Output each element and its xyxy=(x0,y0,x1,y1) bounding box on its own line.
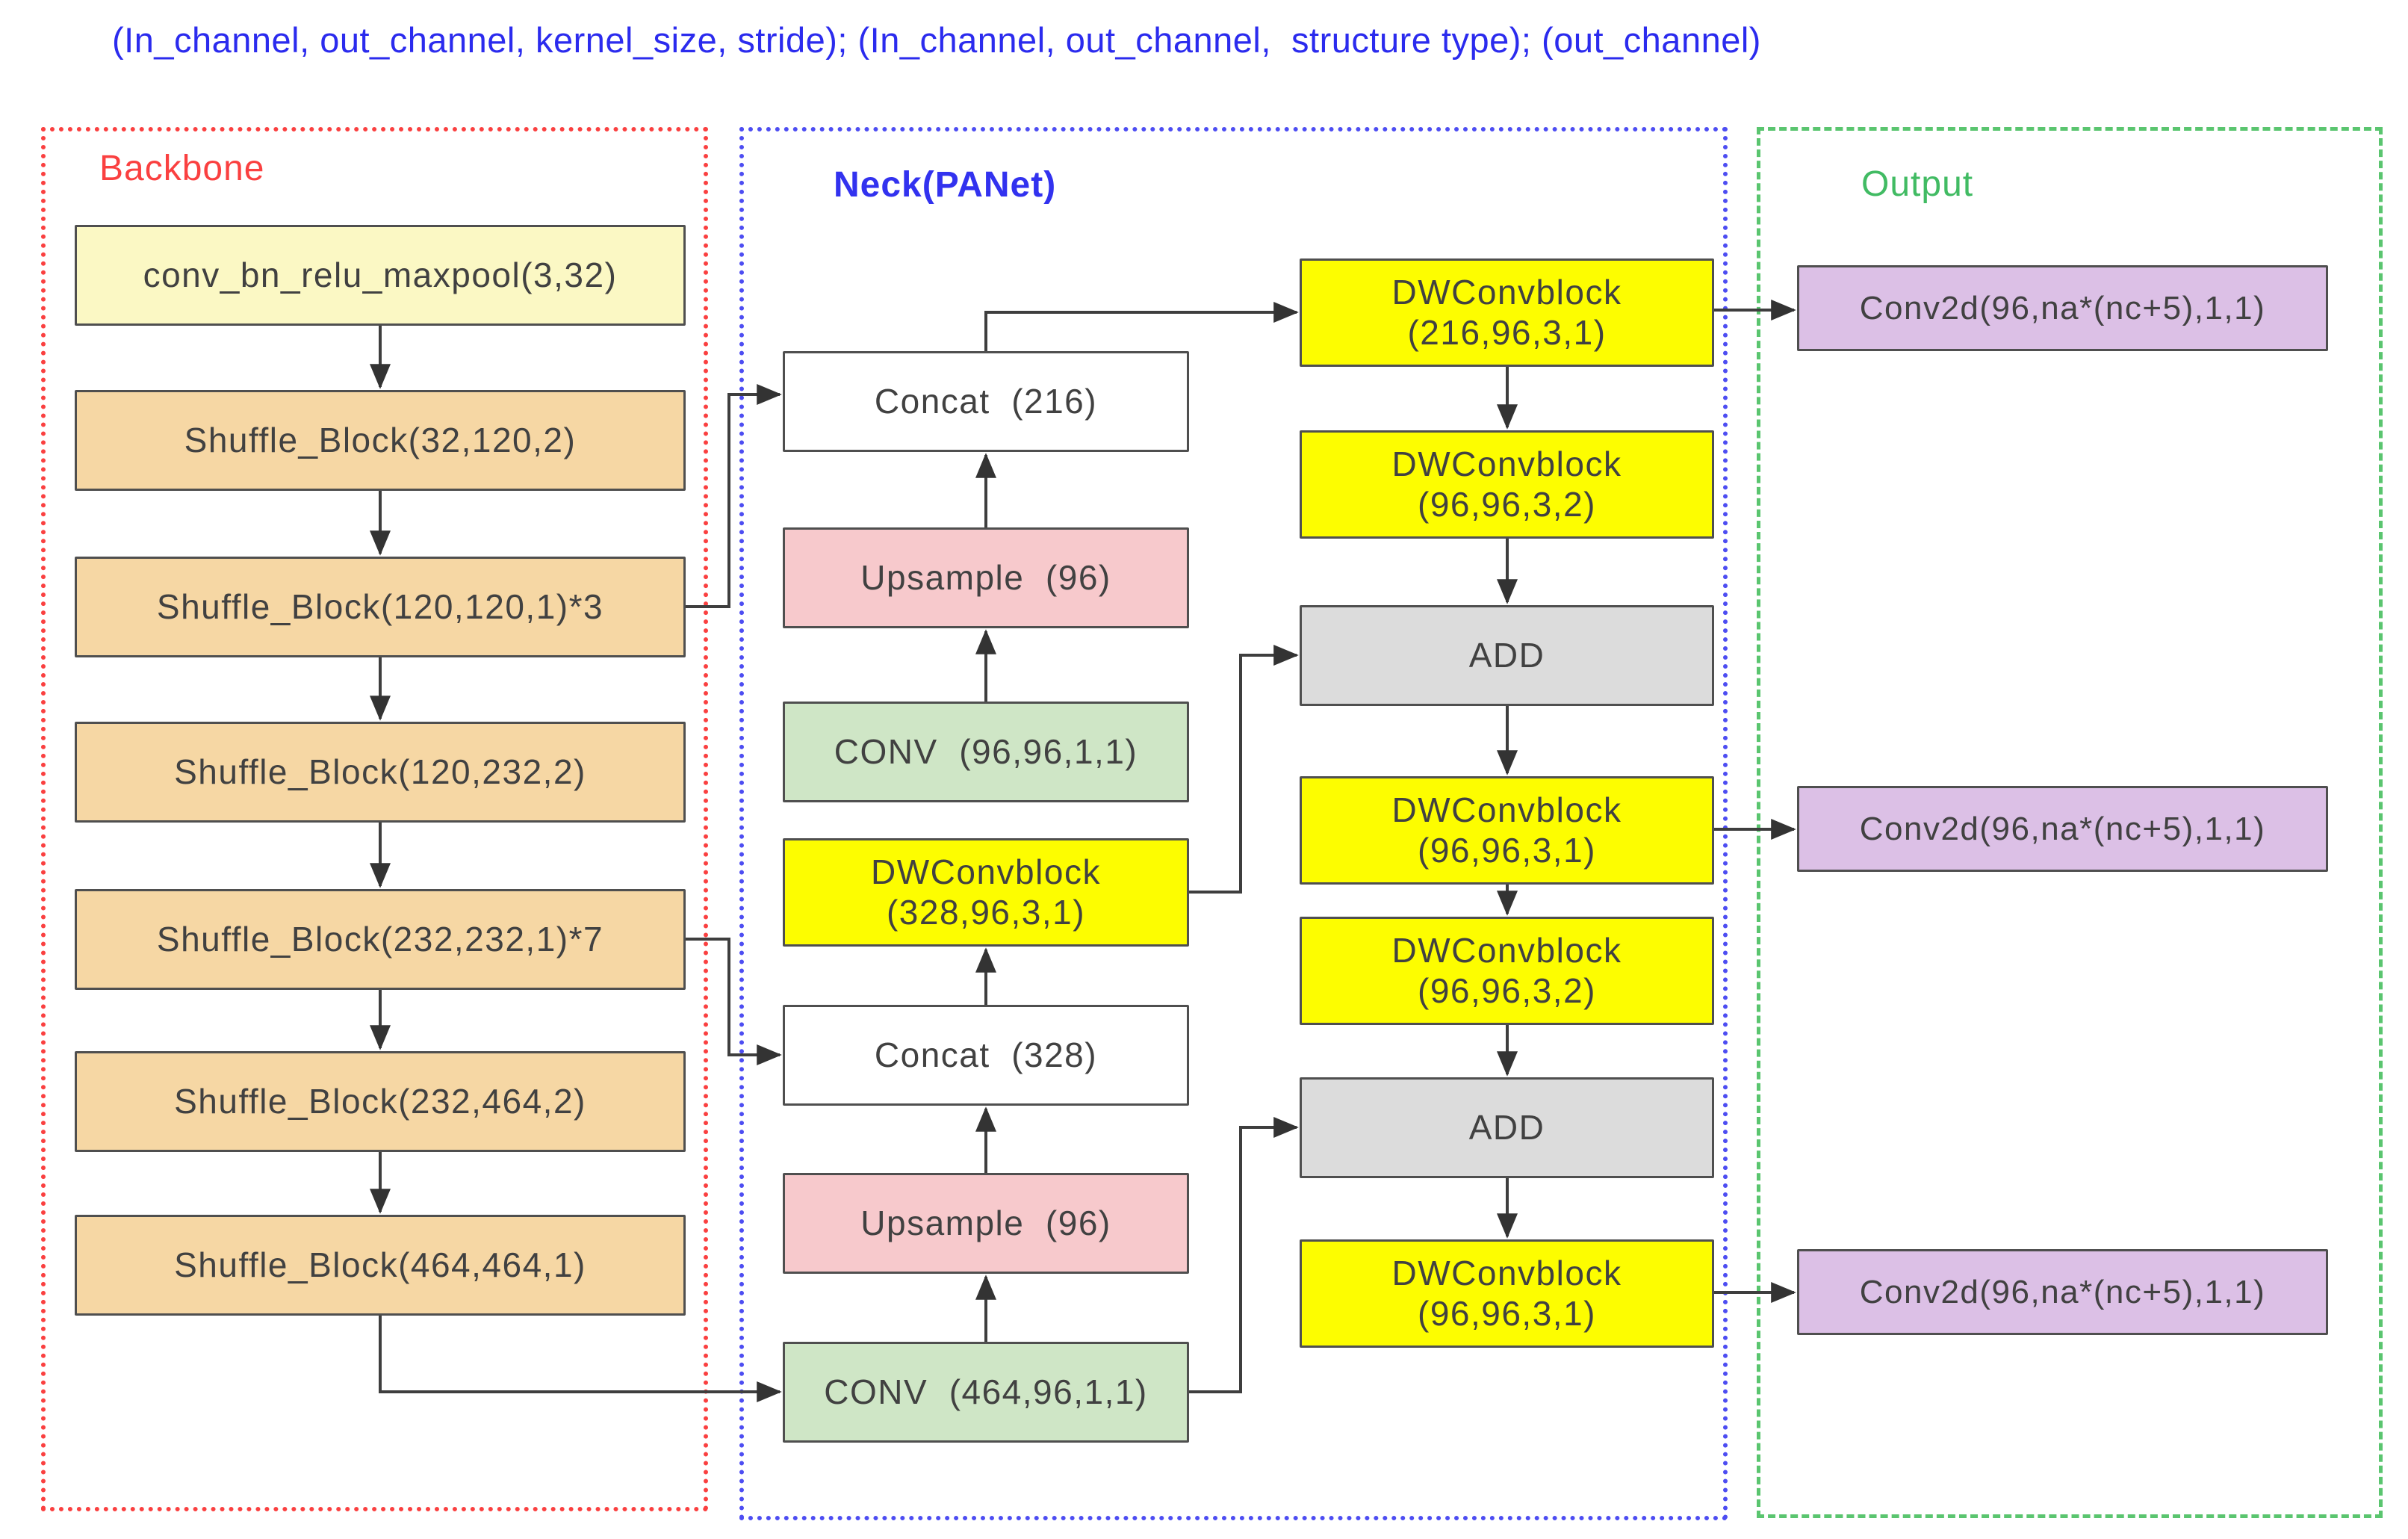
node-label: Concat (216) xyxy=(874,381,1098,421)
node-label: (216,96,3,1) xyxy=(1407,312,1607,352)
node-label: CONV (464,96,1,1) xyxy=(824,1372,1148,1411)
node-label: DWConvblock xyxy=(1391,445,1622,484)
node-label: Conv2d(96,na*(nc+5),1,1) xyxy=(1859,810,2266,847)
neck-section-label: Neck(PANet) xyxy=(834,165,1057,205)
backbone-section-label: Backbone xyxy=(99,149,265,188)
node-shuffle-block-32-120-2: Shuffle_Block(32,120,2) xyxy=(75,390,686,491)
node-label: DWConvblock xyxy=(1391,931,1622,970)
node-conv2d-head-3: Conv2d(96,na*(nc+5),1,1) xyxy=(1797,1249,2328,1335)
node-label: (96,96,3,1) xyxy=(1418,1293,1596,1333)
node-label: Shuffle_Block(464,464,1) xyxy=(174,1245,586,1284)
node-label: DWConvblock xyxy=(871,852,1101,892)
node-label: CONV (96,96,1,1) xyxy=(834,731,1138,771)
node-label: Shuffle_Block(120,120,1)*3 xyxy=(156,586,604,626)
node-label: Conv2d(96,na*(nc+5),1,1) xyxy=(1859,1273,2266,1310)
node-conv2d-head-2: Conv2d(96,na*(nc+5),1,1) xyxy=(1797,786,2328,872)
neck-section: Neck(PANet) xyxy=(739,127,1728,1520)
node-conv-464-96-1-1: CONV (464,96,1,1) xyxy=(783,1342,1189,1443)
node-shuffle-block-120-120-1x3: Shuffle_Block(120,120,1)*3 xyxy=(75,557,686,657)
node-label: DWConvblock xyxy=(1391,273,1622,312)
node-label: Shuffle_Block(232,464,2) xyxy=(174,1081,586,1121)
node-dwconv-216-96-3-1: DWConvblock(216,96,3,1) xyxy=(1300,258,1714,367)
node-label: ADD xyxy=(1468,1107,1545,1147)
node-label: Shuffle_Block(120,232,2) xyxy=(174,752,586,791)
node-conv-96-96-1-1: CONV (96,96,1,1) xyxy=(783,702,1189,802)
node-dwconv-96-96-3-1-b: DWConvblock(96,96,3,1) xyxy=(1300,1239,1714,1348)
node-concat-216: Concat (216) xyxy=(783,351,1189,452)
node-label: ADD xyxy=(1468,635,1545,675)
node-label: Conv2d(96,na*(nc+5),1,1) xyxy=(1859,289,2266,326)
node-label: (96,96,3,1) xyxy=(1418,830,1596,870)
node-label: Shuffle_Block(232,232,1)*7 xyxy=(156,919,604,959)
output-section-label: Output xyxy=(1861,164,1974,204)
node-label: Shuffle_Block(32,120,2) xyxy=(184,420,577,459)
node-label: Upsample (96) xyxy=(860,1203,1111,1242)
node-dwconv-96-96-3-2-b: DWConvblock(96,96,3,2) xyxy=(1300,917,1714,1025)
node-label: conv_bn_relu_maxpool(3,32) xyxy=(143,255,618,294)
node-dwconv-96-96-3-2-a: DWConvblock(96,96,3,2) xyxy=(1300,430,1714,539)
node-add-2: ADD xyxy=(1300,1077,1714,1178)
node-shuffle-block-232-232-1x7: Shuffle_Block(232,232,1)*7 xyxy=(75,889,686,990)
node-shuffle-block-232-464-2: Shuffle_Block(232,464,2) xyxy=(75,1051,686,1152)
node-label: (328,96,3,1) xyxy=(886,892,1086,932)
legend-parameter-formats: (In_channel, out_channel, kernel_size, s… xyxy=(112,20,1761,60)
node-shuffle-block-120-232-2: Shuffle_Block(120,232,2) xyxy=(75,722,686,823)
node-conv-bn-relu-maxpool-3-32: conv_bn_relu_maxpool(3,32) xyxy=(75,225,686,326)
node-label: DWConvblock xyxy=(1391,1254,1622,1293)
node-dwconv-96-96-3-1-a: DWConvblock(96,96,3,1) xyxy=(1300,776,1714,885)
node-upsample-96-bottom: Upsample (96) xyxy=(783,1173,1189,1274)
node-shuffle-block-464-464-1: Shuffle_Block(464,464,1) xyxy=(75,1215,686,1316)
node-conv2d-head-1: Conv2d(96,na*(nc+5),1,1) xyxy=(1797,265,2328,351)
node-label: (96,96,3,2) xyxy=(1418,484,1596,524)
node-concat-328: Concat (328) xyxy=(783,1005,1189,1106)
node-label: (96,96,3,2) xyxy=(1418,970,1596,1010)
backbone-section: Backbone xyxy=(41,127,708,1511)
output-section: Output xyxy=(1757,127,2383,1518)
node-add-1: ADD xyxy=(1300,605,1714,706)
node-label: Concat (328) xyxy=(874,1035,1098,1074)
node-upsample-96-top: Upsample (96) xyxy=(783,527,1189,628)
node-dwconv-328-96-3-1: DWConvblock(328,96,3,1) xyxy=(783,838,1189,947)
node-label: DWConvblock xyxy=(1391,790,1622,830)
node-label: Upsample (96) xyxy=(860,557,1111,597)
